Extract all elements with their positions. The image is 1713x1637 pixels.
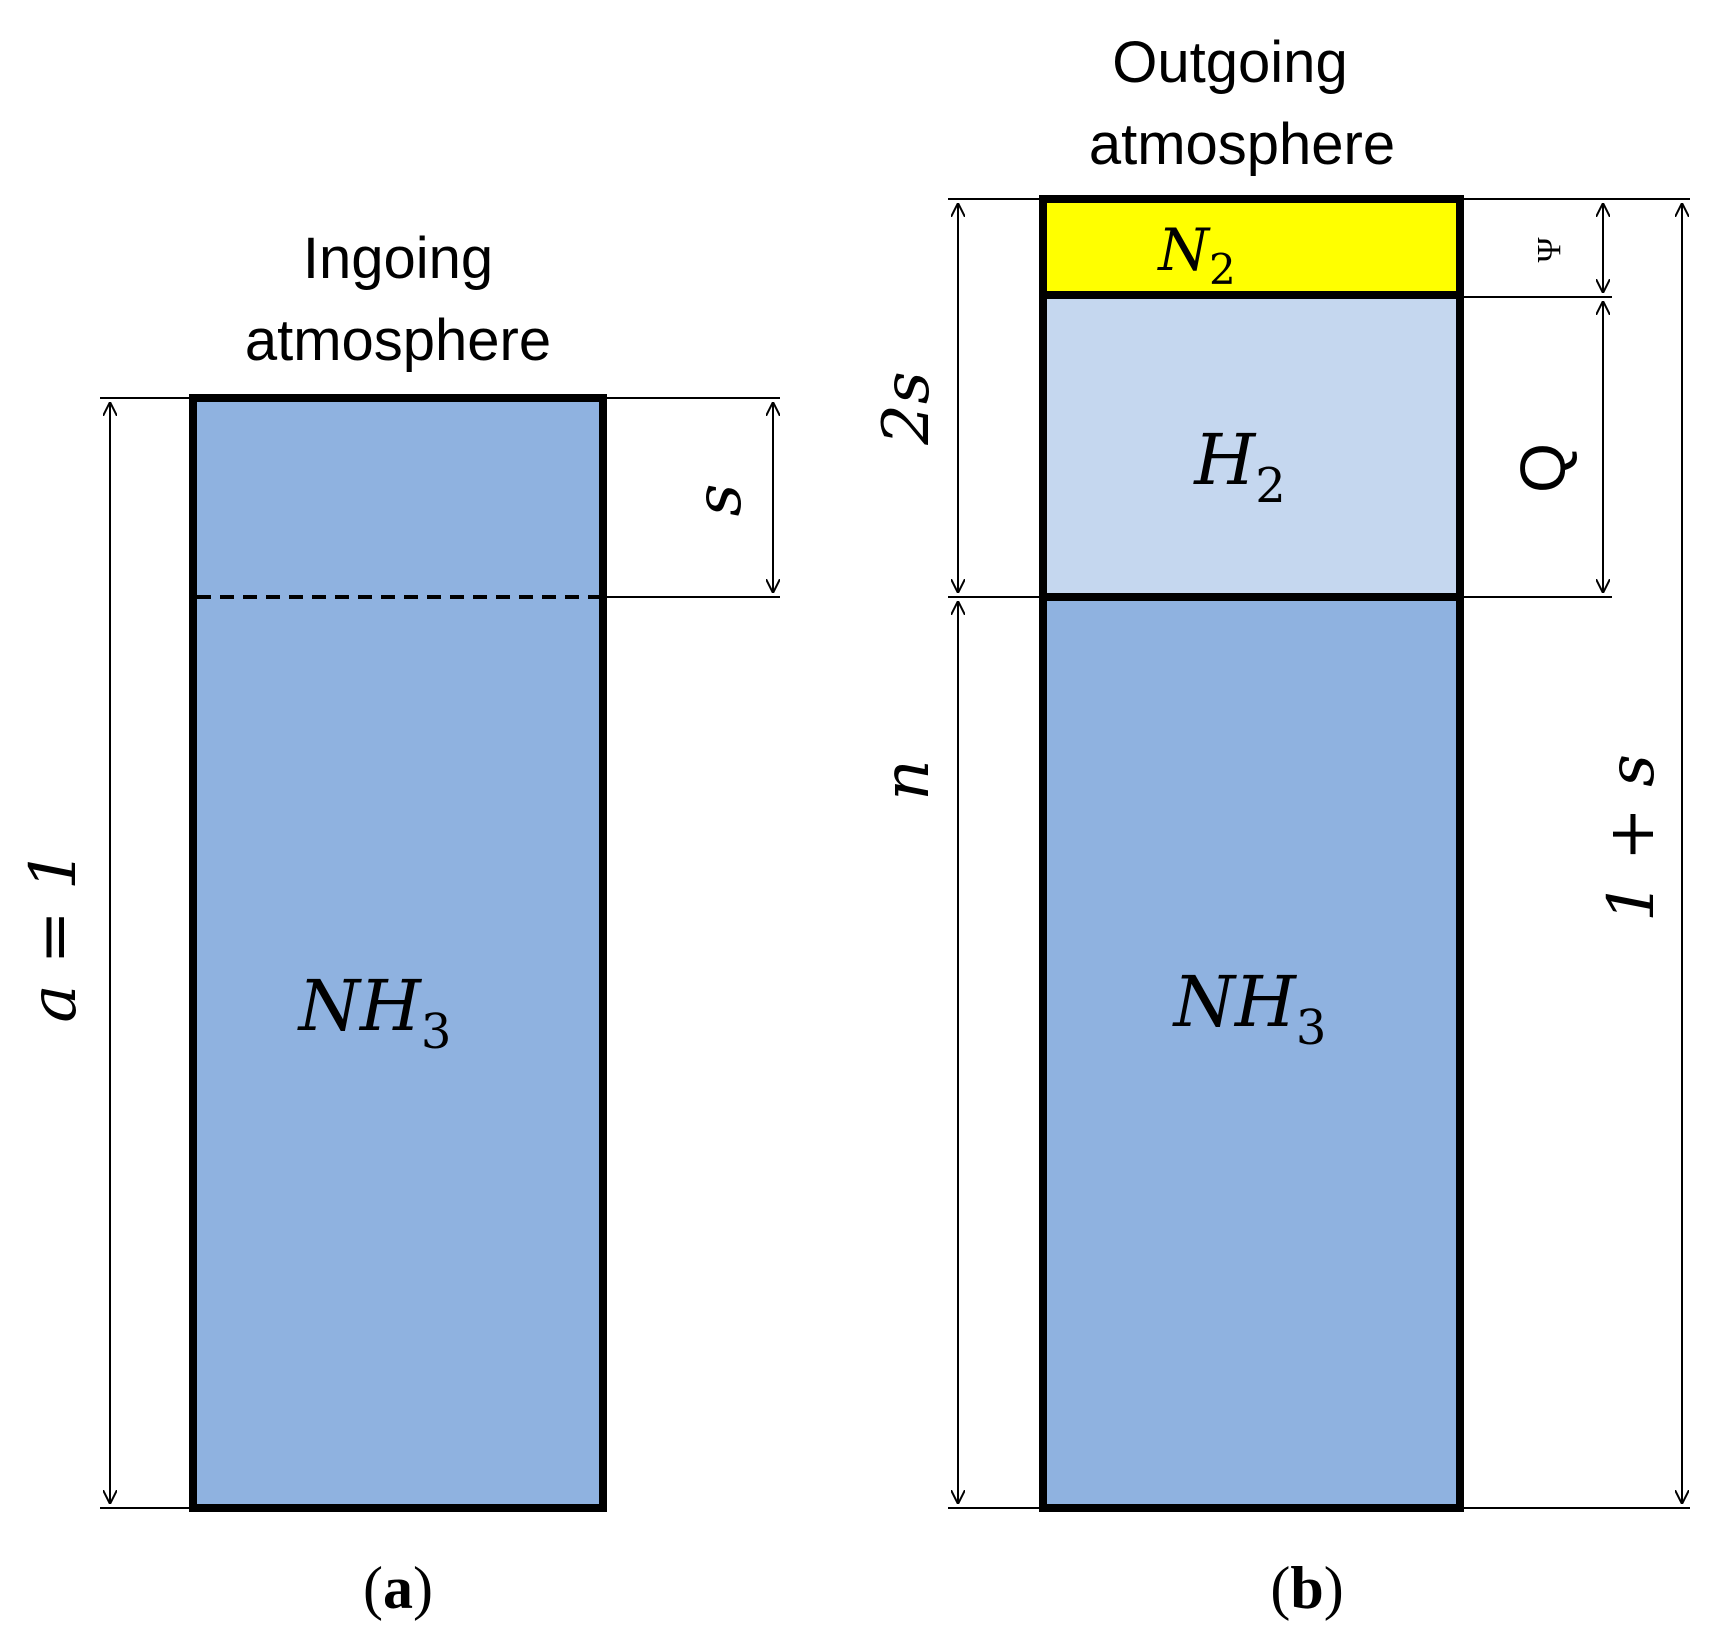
n2-label: N2 [1156,216,1235,294]
dim-label-b-q: Q [1507,443,1579,493]
n2-segment [1039,195,1464,299]
panel-a-caption: (a) [363,1555,433,1621]
dim-label-b-total: 1 + s [1595,754,1669,922]
panel-b-title-line2: atmosphere [1089,112,1395,177]
dim-label-b-n: n [870,759,944,800]
panel-a: Ingoing atmosphere NH3 a = 1 s (a) [17,226,780,1621]
panel-a-title-line1: Ingoing [303,226,493,291]
dim-label-b-psi: Ψ [1531,237,1568,262]
panel-a-title-line2: atmosphere [245,308,551,373]
panel-b-caption: (b) [1270,1555,1343,1621]
dim-label-b-2s: 2s [870,371,944,446]
panel-b-title-line1: Outgoing [1112,30,1347,95]
h2-label: H2 [1192,419,1286,514]
nh3-label-b: NH3 [1172,961,1327,1056]
panel-b: Outgoing atmosphere N2 H2 NH3 2s n Ψ Q [870,30,1690,1621]
nh3-column-a [189,394,607,1512]
nh3-segment-b [1039,593,1464,1512]
nh3-label-a: NH3 [297,965,452,1060]
dim-label-a-s: s [682,484,756,517]
dim-label-a-total: a = 1 [17,849,91,1022]
